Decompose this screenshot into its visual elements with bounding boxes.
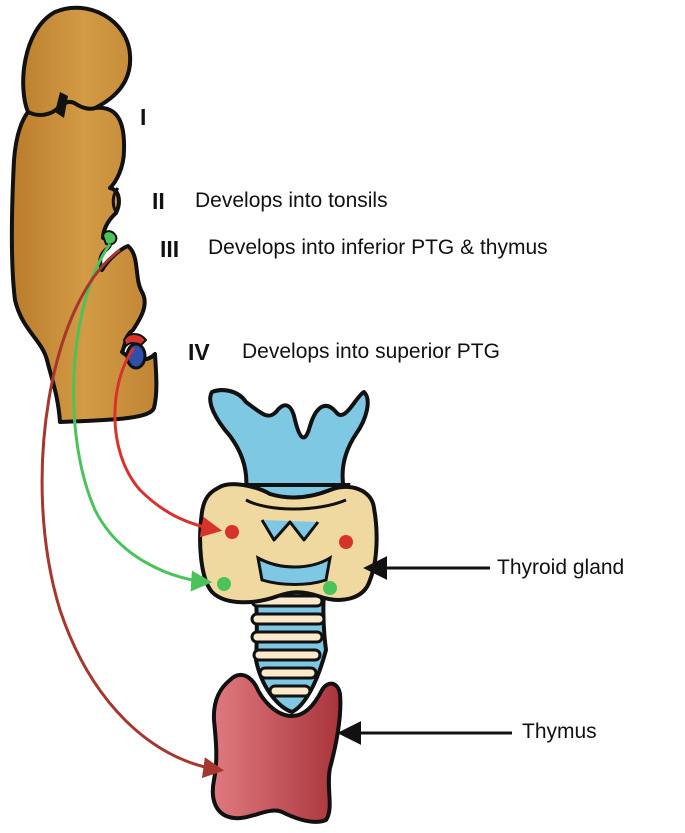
inferior-ptg-dot-right xyxy=(323,581,337,595)
trachea-rings xyxy=(250,594,326,698)
larynx-cartilage xyxy=(208,388,370,492)
head-fold-notch xyxy=(55,92,68,118)
pouch-3-to-thymus-arrow xyxy=(40,248,225,779)
pouch-4-to-superior-ptg-arrow xyxy=(113,347,223,538)
superior-ptg-dot-right xyxy=(339,535,353,549)
thyroid-isthmus-blue xyxy=(255,555,333,586)
inferior-ptg-dot-left xyxy=(217,577,231,591)
pouch-3-to-inferior-ptg-arrow xyxy=(72,243,213,592)
pouch-4-description: Develops into superior PTG xyxy=(242,340,500,363)
thyroid-inner-band-2 xyxy=(260,519,320,542)
thymus-label: Thymus xyxy=(522,720,597,743)
pouch-1-numeral: I xyxy=(140,104,147,130)
thyroid-gland-body xyxy=(198,482,379,605)
head-fold-line xyxy=(27,99,96,117)
pouch-2-description: Develops into tonsils xyxy=(195,189,388,212)
superior-ptg-dot-left xyxy=(225,525,239,539)
thyroid-gland xyxy=(198,482,379,605)
pouch-2-cleft xyxy=(111,187,120,213)
pouch-3-numeral: III xyxy=(160,236,180,262)
thyroid-inner-band-1 xyxy=(245,498,347,511)
pouch-3-description: Develops into inferior PTG & thymus xyxy=(208,236,548,259)
thyroid-gland-label: Thyroid gland xyxy=(497,556,625,579)
pouch-2-numeral: II xyxy=(152,188,165,214)
embryo-head xyxy=(9,5,159,424)
pouch-4-numeral: IV xyxy=(188,339,210,365)
pouch-3-green-mark xyxy=(101,230,118,246)
embryo-head-body xyxy=(9,5,159,424)
